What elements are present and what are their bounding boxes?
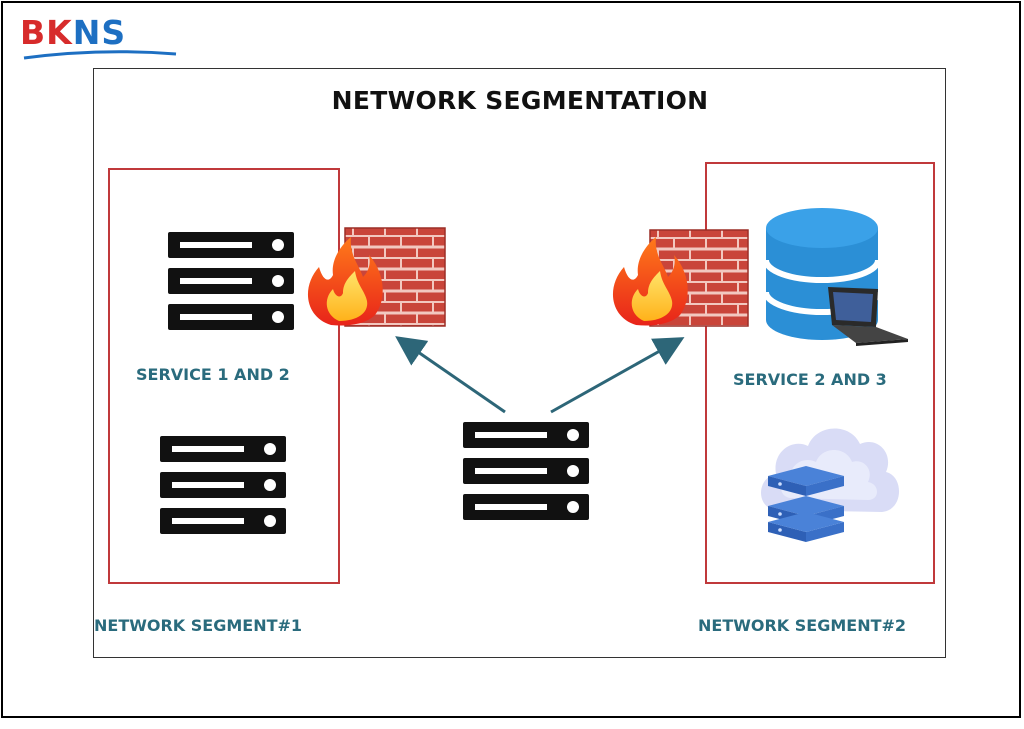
laptop-icon bbox=[828, 287, 908, 346]
service-1-and-2-label: SERVICE 1 AND 2 bbox=[136, 365, 290, 384]
server-rack-icon bbox=[463, 422, 589, 520]
cloud-server-icon bbox=[761, 428, 900, 542]
logo-wordmark: BKNS bbox=[20, 13, 127, 52]
bkns-logo: BKNS bbox=[20, 14, 180, 66]
arrow-icon bbox=[550, 337, 685, 414]
server-rack-icon bbox=[160, 436, 286, 534]
diagram-title: NETWORK SEGMENTATION bbox=[331, 86, 709, 115]
network-segment-2-label: NETWORK SEGMENT#2 bbox=[698, 616, 907, 635]
diagram-frame bbox=[93, 68, 946, 658]
network-segment-1-box bbox=[108, 168, 340, 584]
outer-frame bbox=[1, 1, 1021, 718]
network-segment-1-label: NETWORK SEGMENT#1 bbox=[94, 616, 303, 635]
service-2-and-3-label: SERVICE 2 AND 3 bbox=[733, 370, 887, 389]
firewall-icon bbox=[307, 227, 446, 327]
firewall-icon bbox=[612, 229, 749, 327]
arrow-icon bbox=[395, 336, 506, 414]
network-segment-2-box bbox=[705, 162, 935, 584]
logo-swoosh-icon bbox=[23, 50, 177, 60]
server-rack-icon bbox=[168, 232, 294, 330]
